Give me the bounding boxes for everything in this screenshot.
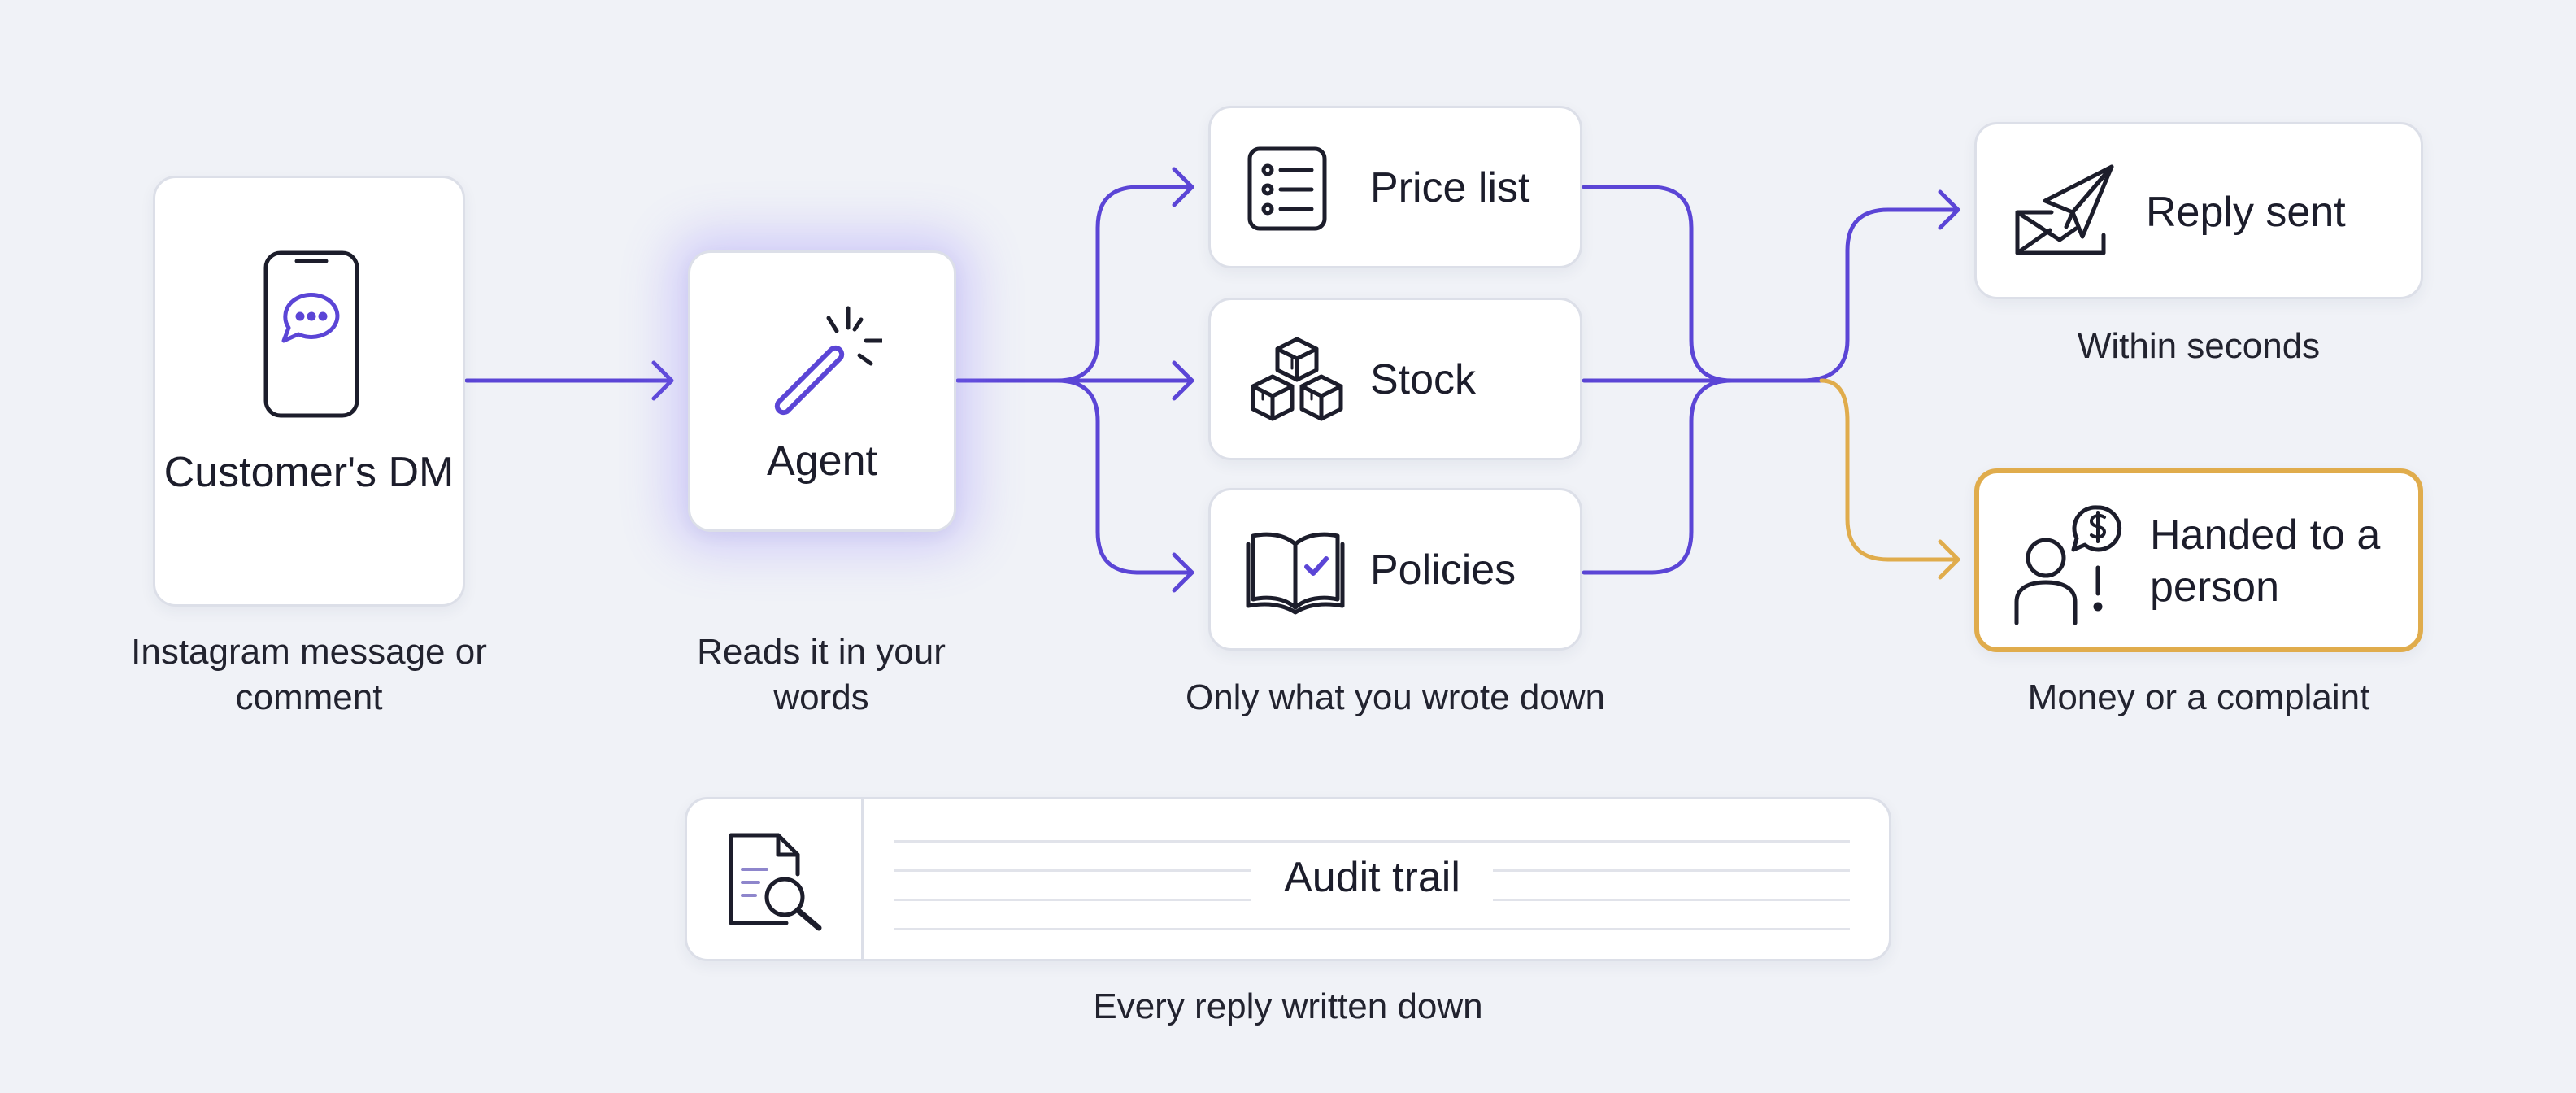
arrow-agent-to-policies — [1055, 378, 1194, 575]
handed-to-person-caption: Money or a complaint — [2027, 677, 2370, 717]
audit-log-lines: Audit trail — [894, 799, 1850, 959]
arrow-to-person — [1819, 378, 1960, 562]
document-search-icon — [723, 829, 829, 935]
arrowhead-policies — [1172, 552, 1194, 593]
policies-card: Policies — [1208, 488, 1582, 651]
reply-sent-card: Reply sent — [1974, 122, 2423, 299]
agent-label: Agent — [767, 438, 877, 485]
policies-label: Policies — [1370, 546, 1516, 594]
arrowhead-price — [1172, 167, 1194, 207]
open-book-check-icon — [1245, 526, 1346, 620]
handed-to-person-card: Handed to a person — [1974, 468, 2423, 652]
audit-divider — [861, 799, 864, 959]
smartphone-chat-icon — [261, 250, 362, 425]
arrowhead-stock — [1172, 360, 1194, 401]
audit-trail-card: Audit trail — [685, 797, 1891, 961]
stock-label: Stock — [1370, 356, 1477, 403]
customer-dm-card: Customer's DM — [153, 176, 465, 607]
person-dollar-alert-icon — [2010, 504, 2132, 630]
magic-wand-icon — [768, 302, 885, 420]
line-price-to-merge — [1582, 185, 1734, 383]
price-list-card: Price list — [1208, 106, 1582, 268]
boxes-icon — [1245, 336, 1349, 438]
reply-sent-caption: Within seconds — [2077, 326, 2321, 366]
agent-caption: Reads it in your words — [697, 632, 946, 717]
stock-card: Stock — [1208, 298, 1582, 460]
arrow-to-reply — [1799, 207, 1960, 383]
sources-caption: Only what you wrote down — [1185, 677, 1606, 717]
line-policies-to-merge — [1582, 378, 1734, 575]
arrow-agent-to-price — [1055, 185, 1194, 383]
agent-card: Agent — [688, 250, 956, 532]
arrowhead-reply — [1938, 189, 1960, 230]
arrowhead-agent — [651, 360, 674, 401]
envelope-paper-plane-icon — [2012, 162, 2118, 272]
price-list-label: Price list — [1370, 164, 1530, 211]
audit-trail-label: Audit trail — [1251, 854, 1493, 901]
list-icon — [1245, 144, 1329, 237]
arrowhead-person — [1938, 539, 1960, 580]
customer-dm-caption: Instagram message or comment — [131, 632, 487, 717]
reply-sent-label: Reply sent — [2146, 189, 2346, 236]
handed-to-person-label: Handed to a person — [2150, 512, 2381, 611]
customer-dm-label: Customer's DM — [163, 449, 455, 496]
audit-trail-caption: Every reply written down — [1093, 986, 1483, 1026]
